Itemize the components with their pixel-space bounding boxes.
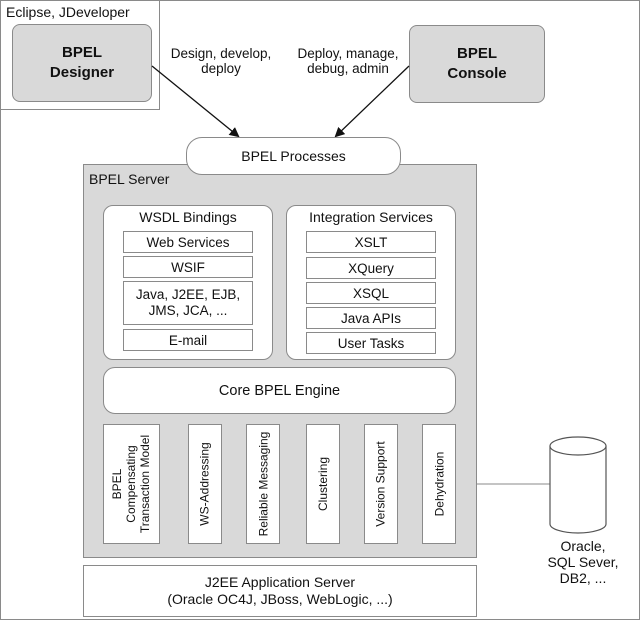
bpel-console-box: BPEL Console: [409, 25, 545, 103]
bpel-processes-label: BPEL Processes: [241, 148, 346, 164]
j2ee-server-line2: (Oracle OC4J, JBoss, WebLogic, ...): [167, 591, 393, 607]
wsdl-item-label: E-mail: [168, 332, 208, 348]
reliable-messaging-text: Reliable Messaging: [256, 431, 271, 537]
column-clustering: Clustering: [306, 424, 340, 544]
integration-item-label: XQuery: [348, 260, 394, 276]
database-line2: SQL Sever,: [547, 554, 619, 570]
database-icon: [549, 436, 607, 534]
bpel-processes-box: BPEL Processes: [186, 137, 401, 175]
database-label: Oracle, SQL Sever, DB2, ...: [533, 538, 633, 586]
wsdl-item-label: Java, J2EE, EJB,: [135, 287, 241, 302]
wsdl-item-wsif: WSIF: [123, 256, 253, 278]
clustering-text: Clustering: [316, 456, 330, 512]
ide-caption: Eclipse, JDeveloper: [6, 4, 130, 20]
right-arrow-label-line1: Deploy, manage,: [297, 46, 399, 61]
left-arrow-label-line2: deploy: [201, 61, 241, 76]
column-dehydration: Dehydration: [422, 424, 456, 544]
console-arrow: [334, 65, 410, 138]
wsdl-bindings-title: WSDL Bindings: [139, 209, 237, 225]
integration-services-title: Integration Services: [309, 209, 433, 225]
left-arrow-label: Design, develop, deploy: [160, 46, 282, 76]
integration-item-label: User Tasks: [337, 335, 405, 351]
designer-line1: BPEL: [61, 44, 102, 61]
wsdl-item-java: Java, J2EE, EJB, JMS, JCA, ...: [123, 281, 253, 325]
integration-item-label: Java APIs: [340, 310, 402, 326]
wsdl-item-label: Web Services: [146, 234, 230, 250]
core-engine-box: Core BPEL Engine: [103, 367, 456, 414]
bpel-designer-box: BPEL Designer: [12, 24, 152, 102]
column-ws-addressing: WS-Addressing: [188, 424, 222, 544]
designer-arrow: [151, 65, 240, 138]
column-transaction-model: BPEL Compensating Transaction Model: [103, 424, 160, 544]
integration-item-xslt: XSLT: [306, 231, 436, 253]
designer-line2: Designer: [49, 64, 115, 81]
database-line3: DB2, ...: [559, 570, 607, 586]
column-version-support: Version Support: [364, 424, 398, 544]
transaction-line: Compensating: [124, 445, 139, 523]
core-engine-label: Core BPEL Engine: [218, 382, 341, 399]
right-arrow-label-line2: debug, admin: [307, 61, 389, 76]
wsdl-item-email: E-mail: [123, 329, 253, 351]
integration-item-java-apis: Java APIs: [306, 307, 436, 329]
column-reliable-messaging: Reliable Messaging: [246, 424, 280, 544]
j2ee-server-box: J2EE Application Server (Oracle OC4J, JB…: [83, 565, 477, 617]
wsdl-item-label: WSIF: [171, 259, 205, 275]
integration-item-xsql: XSQL: [306, 282, 436, 304]
integration-item-user-tasks: User Tasks: [306, 332, 436, 354]
wsdl-item-web-services: Web Services: [123, 231, 253, 253]
version-support-text: Version Support: [374, 441, 389, 527]
transaction-model-text: BPEL Compensating Transaction Model: [111, 435, 153, 533]
console-line2: Console: [447, 65, 507, 82]
dehydration-text: Dehydration: [432, 451, 446, 517]
integration-item-xquery: XQuery: [306, 257, 436, 279]
ws-addressing-text: WS-Addressing: [198, 442, 212, 526]
left-arrow-label-line1: Design, develop,: [170, 46, 272, 61]
j2ee-server-line1: J2EE Application Server: [204, 574, 356, 590]
database-line1: Oracle,: [560, 538, 606, 554]
integration-item-label: XSQL: [352, 285, 390, 301]
transaction-line: Transaction Model: [138, 434, 153, 534]
bpel-server-label: BPEL Server: [89, 171, 170, 187]
integration-item-label: XSLT: [354, 234, 388, 250]
wsdl-item-label: JMS, JCA, ...: [148, 303, 228, 318]
right-arrow-label: Deploy, manage, debug, admin: [288, 46, 408, 76]
console-line1: BPEL: [456, 45, 497, 62]
transaction-line: BPEL: [110, 468, 125, 500]
